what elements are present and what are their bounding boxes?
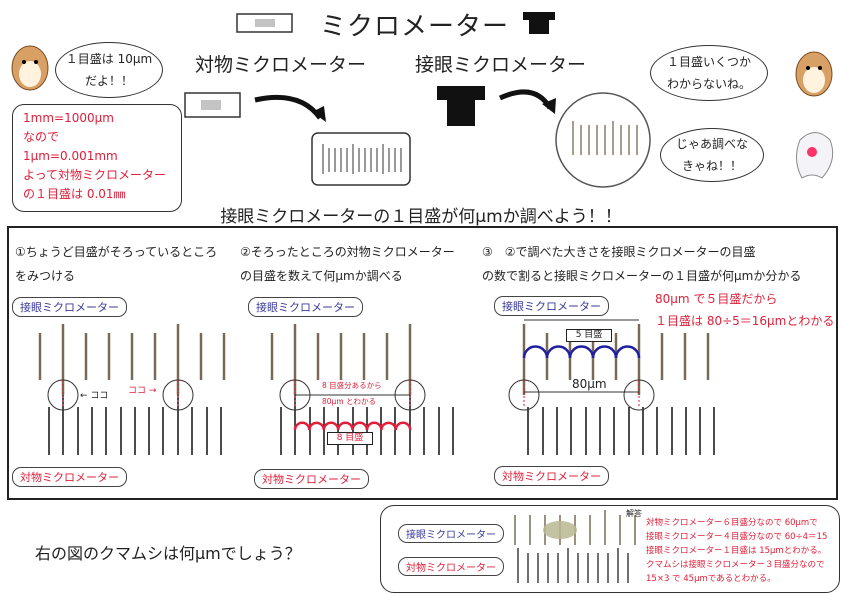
note-line: の１目盛は 0.01㎜ — [23, 187, 126, 201]
note-line: よって対物ミクロメーター — [23, 168, 167, 182]
answer-title: 解答 — [626, 509, 642, 518]
hamster-eye — [34, 60, 38, 64]
count-arc — [522, 345, 549, 359]
speech-bubble-left: １目盛は 10μm だよ！！ — [55, 42, 163, 98]
eyepiece-icon — [523, 12, 555, 34]
bubble-line: １目盛は 10μm — [65, 52, 153, 66]
step-2-text: ②そろったところの対物ミクロメーター の目盛を数えて何μmか調べる — [240, 240, 455, 288]
step2-note-2: 80μm とわかる — [322, 397, 377, 406]
question: 右の図のクマムシは何μmでしょう？ — [35, 544, 301, 563]
count-arc — [336, 421, 354, 431]
answer-objective-tag: 対物ミクロメーター — [398, 557, 504, 576]
step-3-text: ③ ②で調べた大きさを接眼ミクロメーターの目盛 の数で割ると接眼ミクロメーターの… — [482, 240, 801, 288]
count-arc — [293, 421, 311, 431]
count-arc — [614, 345, 641, 359]
bubble-line: じゃあ調べな — [675, 137, 748, 151]
count-arc — [545, 345, 572, 359]
step3-length: 80μm — [572, 377, 607, 391]
objective-tag-2: 対物ミクロメーター — [254, 469, 369, 489]
here-right: ココ → — [128, 386, 157, 396]
count-arc — [568, 345, 595, 359]
answer-line: 15×3 で 45μmであるとわかる。 — [646, 574, 776, 584]
hamster-eye — [818, 66, 822, 70]
unit-note: 1mm=1000μm なので 1μm=0.001mm よって対物ミクロメーター … — [12, 104, 182, 212]
step3-result-1: 80μm で５目盛だから — [655, 292, 778, 306]
eyepiece-tag-3: 接眼ミクロメーター — [494, 296, 609, 316]
tardigrade-icon — [543, 521, 577, 539]
eyepiece-icon — [437, 86, 485, 126]
hamster-eye — [22, 60, 26, 64]
objective-tag-3: 対物ミクロメーター — [494, 466, 609, 486]
answer-box — [380, 505, 840, 593]
count-arc — [591, 345, 618, 359]
step-line: の目盛を数えて何μmか調べる — [240, 269, 403, 283]
eyepiece-tag-2: 接眼ミクロメーター — [248, 297, 363, 317]
answer-line: 対物ミクロメーター６目盛分なので 60μmで — [646, 518, 818, 528]
bubble-line: １目盛いくつか — [666, 55, 751, 69]
step-line: の数で割ると接眼ミクロメーターの１目盛が何μmか分かる — [482, 269, 802, 283]
bubble-line: わからないね。 — [666, 77, 751, 91]
eyepiece-tag-1: 接眼ミクロメーター — [12, 297, 127, 317]
step2-count: 8 目盛 — [327, 432, 373, 445]
step-line: をみつける — [15, 269, 76, 283]
steps-box — [7, 226, 838, 500]
page-title: ミクロメーター — [320, 12, 510, 42]
eyepiece-label: 接眼ミクロメーター — [415, 54, 587, 76]
count-arc — [380, 421, 398, 431]
objective-tag-1: 対物ミクロメーター — [12, 467, 127, 487]
hamster-belly — [19, 61, 41, 87]
objective-label: 対物ミクロメーター — [195, 54, 367, 76]
note-line: 1μm=0.001mm — [23, 149, 118, 163]
arrowhead-icon — [312, 106, 326, 122]
here-left: ← ココ — [80, 391, 109, 401]
step-1-text: ①ちょうど目盛がそろっているところ をみつける — [15, 240, 217, 288]
speech-bubble-right-2: じゃあ調べな きゃね！！ — [660, 128, 764, 182]
ghost-mark — [807, 147, 817, 157]
arrow-icon — [498, 89, 553, 110]
magnified-slide — [311, 132, 411, 186]
note-line: 1mm=1000μm — [23, 111, 114, 125]
count-arc — [322, 421, 340, 431]
answer-text: 対物ミクロメーター６目盛分なので 60μmで 接眼ミクロメーター４目盛分なので … — [646, 516, 827, 586]
bubble-line: だよ！！ — [84, 74, 133, 88]
answer-line: クマムシは接眼ミクロメーター３目盛分なので — [646, 560, 825, 570]
note-line: なので — [23, 130, 60, 144]
hamster-belly — [803, 67, 825, 93]
bubble-line: きゃね！！ — [681, 159, 742, 173]
step-line: ①ちょうど目盛がそろっているところ — [15, 245, 218, 259]
step-line: ②そろったところの対物ミクロメーター — [240, 245, 455, 259]
speech-bubble-right-1: １目盛いくつか わからないね。 — [650, 45, 768, 101]
answer-line: 接眼ミクロメーター１目盛は 15μmとわかる。 — [646, 546, 827, 556]
answer-line: 接眼ミクロメーター４目盛分なので 60÷4＝15 — [646, 532, 828, 542]
arrow-icon — [254, 94, 323, 120]
step-line: ③ ②で調べた大きさを接眼ミクロメーターの目盛 — [482, 245, 756, 259]
step3-result-2: １目盛は 80÷5＝16μmとわかる — [655, 314, 835, 328]
slide-icon — [236, 13, 293, 33]
section-heading: 接眼ミクロメーターの１目盛が何μmか調べよう！！ — [220, 207, 622, 227]
step3-count: 5 目盛 — [566, 329, 612, 342]
arrowhead-icon — [542, 98, 556, 114]
step2-note-1: 8 目盛分あるから — [322, 381, 382, 390]
hamster-eye — [806, 66, 810, 70]
count-arc — [351, 421, 369, 431]
slide-icon — [184, 92, 241, 118]
eyepiece-view — [555, 92, 651, 188]
count-arc — [308, 421, 326, 431]
count-arc — [394, 421, 412, 431]
count-arc — [365, 421, 383, 431]
answer-eyepiece-tag: 接眼ミクロメーター — [398, 524, 504, 543]
